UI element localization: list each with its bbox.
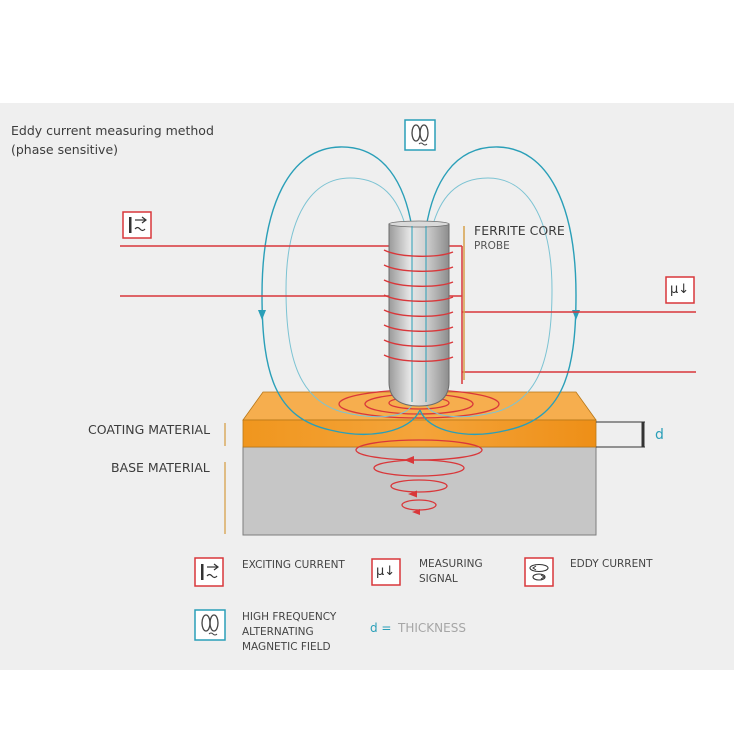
legend-exciting-current-text: EXCITING CURRENT [242,559,345,571]
thickness-indicator [596,421,645,448]
ferrite-core-label: FERRITE CORE [474,223,565,238]
diagram-title-line2: (phase sensitive) [11,142,119,157]
legend-measuring-signal-text-1: MEASURING [419,558,483,570]
legend-eddy-current-icon [524,557,554,587]
base-material-label: BASE MATERIAL [111,460,210,475]
legend-eddy-current-text: EDDY CURRENT [570,558,653,570]
magnetic-field-lines [261,146,577,435]
legend-measuring-signal-symbol: μ↓ [376,564,396,579]
measuring-signal-icon [665,276,695,304]
thickness-d-label: d [655,427,664,443]
eddy-arrows [404,456,420,515]
legend-hf-text-2: ALTERNATING [242,626,314,638]
legend-hf-text-3: MAGNETIC FIELD [242,641,331,653]
legend-magnetic-field-icon [194,609,226,641]
measuring-signal-symbol: μ↓ [670,282,690,297]
magnetic-field-icon [404,119,436,151]
probe-label: PROBE [474,240,510,252]
legend-d-symbol: d = [370,621,392,635]
legend-thickness-text: THICKNESS [398,621,466,635]
coating-material-layer [242,419,597,448]
coil-windings [383,249,454,362]
legend-hf-text-1: HIGH FREQUENCY [242,611,337,623]
legend-measuring-signal-icon [371,558,401,586]
exciting-current-icon [122,211,152,239]
eddy-currents-base [355,439,483,511]
diagram-panel [0,103,734,670]
diagram-title-line1: Eddy current measuring method [11,123,214,138]
legend-exciting-current-icon [194,557,224,587]
legend-measuring-signal-text-2: SIGNAL [419,573,458,585]
base-material-block [242,446,597,536]
coating-material-label: COATING MATERIAL [88,422,211,437]
